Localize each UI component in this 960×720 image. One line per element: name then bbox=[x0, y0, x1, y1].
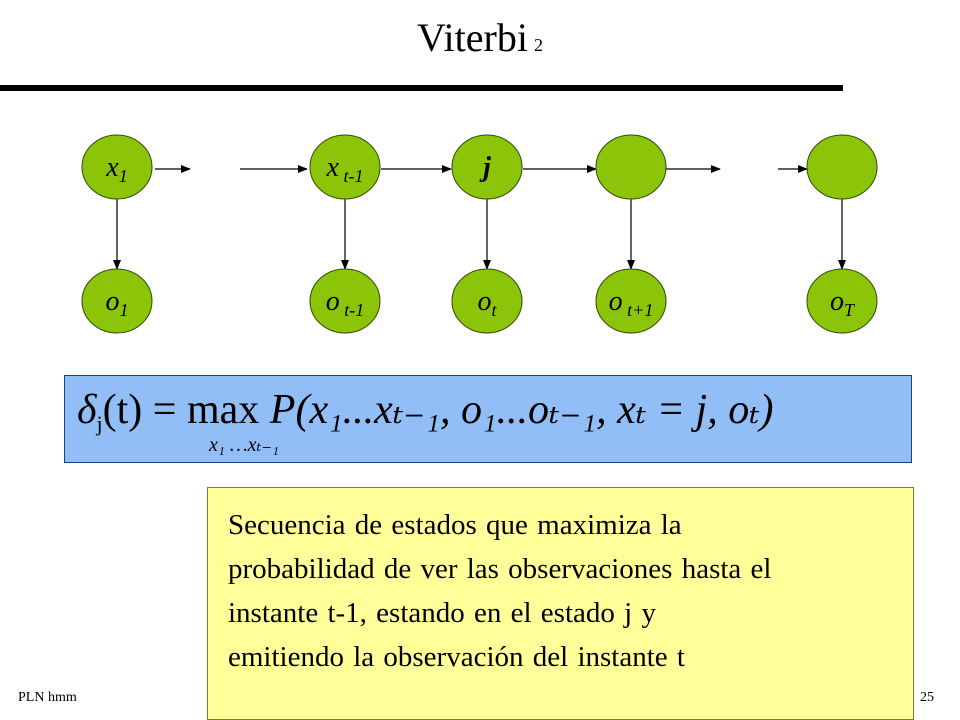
observation-node: o t-1 bbox=[309, 268, 381, 334]
state-node-circle bbox=[309, 134, 381, 200]
observation-node-label: o1 bbox=[106, 286, 129, 320]
state-node-circle bbox=[806, 134, 878, 200]
formula-rhs: P(x₁...xₜ₋₁, o₁...oₜ₋₁, xₜ = j, oₜ) bbox=[269, 387, 774, 433]
observation-node-label: o t+1 bbox=[609, 286, 654, 320]
state-node-label: x t-1 bbox=[326, 152, 364, 186]
observation-node-label: ot bbox=[477, 286, 497, 320]
viterbi-formula: δj(t) = max P(x₁...xₜ₋₁, o₁...oₜ₋₁, xₜ =… bbox=[77, 384, 774, 456]
observation-node: o1 bbox=[81, 268, 153, 334]
observation-node: ot bbox=[451, 268, 523, 334]
state-node bbox=[595, 134, 667, 200]
observation-node-label: oT bbox=[830, 286, 856, 320]
state-node-label: x1 bbox=[105, 152, 127, 186]
observation-node-circle bbox=[81, 268, 153, 334]
hmm-trellis-diagram: x1 x t-1 j o1 o t-1 ot o t+1 oT bbox=[81, 134, 878, 334]
state-node-circle bbox=[595, 134, 667, 200]
footer-page-number: 25 bbox=[920, 690, 934, 705]
observation-node-label: o t-1 bbox=[326, 286, 365, 320]
state-node-circle bbox=[451, 134, 523, 200]
formula-box: δj(t) = max P(x₁...xₜ₋₁, o₁...oₜ₋₁, xₜ =… bbox=[64, 375, 912, 463]
slide-title-number: 2 bbox=[533, 35, 543, 55]
observation-node-circle bbox=[806, 268, 878, 334]
state-node: x t-1 bbox=[309, 134, 381, 200]
explanation-line-4: emitiendo la observación del instante t bbox=[228, 641, 685, 673]
formula-delta: δ bbox=[77, 387, 97, 433]
explanation-line-1: Secuencia de estados que maximiza la bbox=[228, 509, 682, 541]
explanation-line-2: probabilidad de ver las observaciones ha… bbox=[228, 553, 772, 585]
state-node bbox=[806, 134, 878, 200]
observation-node: o t+1 bbox=[595, 268, 667, 334]
formula-max-subscript: x₁ …xₜ₋₁ bbox=[209, 434, 279, 456]
state-node-circle bbox=[81, 134, 153, 200]
explanation-line-3: instante t-1, estando en el estado j y bbox=[228, 597, 656, 629]
formula-lhs: (t) = max bbox=[102, 387, 270, 433]
explanation-box: Secuencia de estados que maximiza la pro… bbox=[207, 487, 914, 720]
observation-node-circle bbox=[451, 268, 523, 334]
state-node: j bbox=[451, 134, 523, 200]
footer-course: PLN hmm bbox=[18, 690, 77, 705]
observation-node-circle bbox=[309, 268, 381, 334]
formula-delta-sub: j bbox=[96, 411, 103, 436]
state-node: x1 bbox=[81, 134, 153, 200]
observation-node-circle bbox=[595, 268, 667, 334]
title-underline bbox=[0, 85, 843, 91]
slide-title-text: Viterbi bbox=[417, 15, 528, 60]
observation-node: oT bbox=[806, 268, 878, 334]
